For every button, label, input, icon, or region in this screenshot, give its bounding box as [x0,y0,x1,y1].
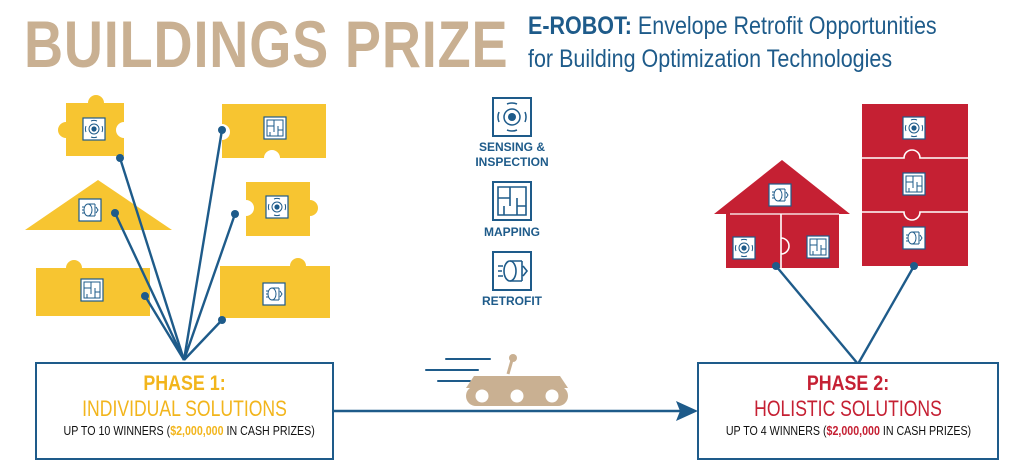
phase2-note-post: IN CASH PRIZES) [879,423,972,438]
phase1-title: PHASE 1: [143,372,226,395]
legend-label-sensing: SENSING & INSPECTION [475,140,549,169]
page-title: BUILDINGS PRIZE [24,7,509,81]
phase2-amount: $2,000,000 [826,423,880,438]
yellow-piece-sensing-right [246,182,318,236]
phase2-note-pre: UP TO 4 WINNERS ( [725,423,827,438]
phase1-subtitle: INDIVIDUAL SOLUTIONS [82,396,287,421]
legend-sensing-icon [492,97,532,137]
subtitle-bold: E-ROBOT: [528,12,632,40]
phase1-amount: $2,000,000 [170,423,224,438]
phase1-note: UP TO 10 WINNERS ($2,000,000 IN CASH PRI… [63,423,315,439]
robot-icon [425,354,568,406]
legend-retrofit-icon [492,251,532,291]
subtitle-line1: Envelope Retrofit Opportunities [637,12,937,40]
phase-arrow [334,401,698,421]
phase2-stack [862,104,968,266]
phase1-note-pre: UP TO 10 WINNERS ( [63,423,171,438]
phase1-box: PHASE 1: INDIVIDUAL SOLUTIONS UP TO 10 W… [35,362,334,460]
phase2-box: PHASE 2: HOLISTIC SOLUTIONS UP TO 4 WINN… [697,362,999,460]
phase2-connectors [775,265,916,365]
phase1-connector-dots [111,126,239,324]
phase2-connector-dots [772,262,918,270]
phase1-note-post: IN CASH PRIZES) [223,423,315,438]
phase1-pieces [25,95,330,318]
subtitle: E-ROBOT: Envelope Retrofit Opportunities… [528,10,949,76]
phase2-house [714,160,850,268]
phase2-note: UP TO 4 WINNERS ($2,000,000 IN CASH PRIZ… [725,423,972,439]
yellow-piece-retrofit-right [220,258,330,318]
yellow-piece-mapping-top [222,104,326,158]
legend-mapping-icon [492,181,532,221]
phase1-connectors [113,129,237,361]
yellow-piece-mapping-left [36,260,150,316]
yellow-house-retrofit [25,180,172,230]
phase2-title: PHASE 2: [806,372,890,395]
legend-label-mapping: MAPPING [483,225,540,239]
subtitle-line2: for Building Optimization Technologies [528,45,893,73]
yellow-piece-sensing [58,95,124,156]
legend-label-retrofit: RETROFIT [482,294,542,308]
phase2-subtitle: HOLISTIC SOLUTIONS [754,396,942,421]
